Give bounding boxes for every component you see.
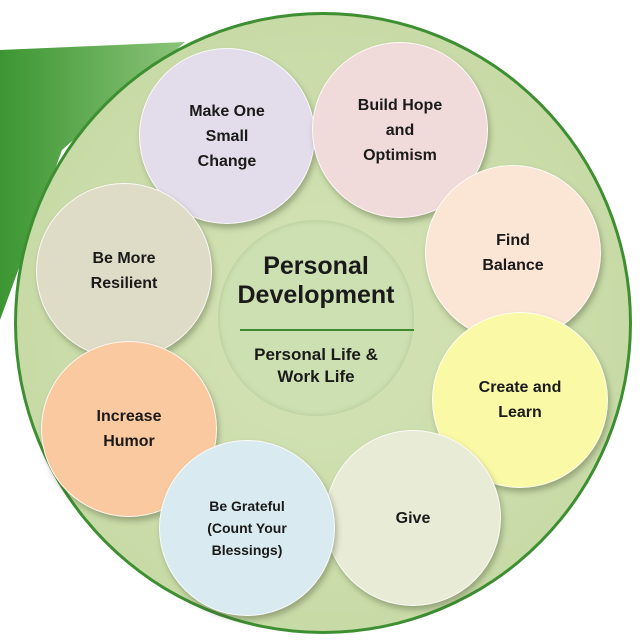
bubble-label: Give xyxy=(395,509,431,527)
bubble-label: Be More Resilient xyxy=(90,250,158,292)
title-divider xyxy=(240,329,414,331)
bubble-label: Create and Learn xyxy=(478,379,562,421)
bubble-label: Be Grateful (Count Your Blessings) xyxy=(207,498,287,558)
diagram-subtitle: Personal Life & Work Life xyxy=(254,345,378,386)
bubble-give: Give xyxy=(325,430,501,606)
center-circle xyxy=(218,220,414,416)
bubble-label: Increase Humor xyxy=(96,408,162,450)
bubble-label: Build Hope and Optimism xyxy=(357,96,443,164)
bubble-label: Make One Small Change xyxy=(189,102,265,170)
bubble-label: Find Balance xyxy=(482,232,544,274)
diagram-title: Personal Development xyxy=(237,252,395,309)
bubble-be-more-resilient: Be More Resilient xyxy=(36,183,212,359)
bubble-be-grateful: Be Grateful (Count Your Blessings) xyxy=(159,440,335,616)
